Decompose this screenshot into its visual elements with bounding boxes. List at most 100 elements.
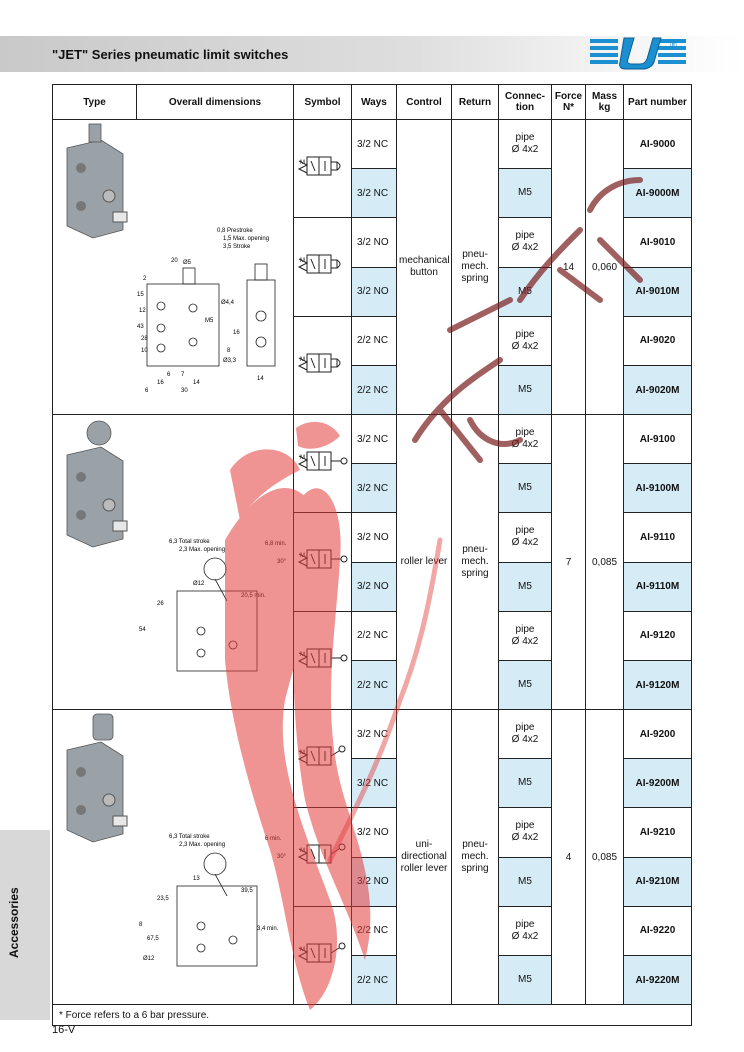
part-number-cell: AI-9210M [623,856,692,907]
svg-text:12: 12 [139,308,146,314]
svg-text:7: 7 [181,372,185,378]
part-number-cell: AI-9000 [623,119,692,169]
part-number-cell: AI-9210 [623,807,692,858]
ways-cell: 3/2 NC [351,463,397,513]
part-number-cell: AI-9020M [623,365,692,415]
dim-min: 6 min. [265,836,282,842]
connection-cell: pipe Ø 4x2 [498,119,552,169]
col-force: Force N* [551,84,586,120]
part-number-cell: AI-9100M [623,463,692,513]
col-connection: Connec-tion [498,84,552,120]
svg-text:20,5 min.: 20,5 min. [241,593,266,599]
symbol-cell: M [293,610,352,710]
dim-max-opening-roller: 2,3 Max. opening [179,547,225,553]
valve-symbol-icon: M [297,254,340,274]
force-cell: 7 [551,414,586,710]
col-symbol: Symbol [293,84,352,120]
col-type: Type [52,84,137,120]
ways-cell: 2/2 NC [351,315,397,366]
svg-text:2: 2 [143,276,147,282]
mass-cell: 0,085 [585,414,624,710]
footnote-row: * Force refers to a 6 bar pressure. [52,1004,692,1026]
ways-cell: 3/2 NO [351,856,397,907]
col-return: Return [451,84,499,120]
ways-cell: 3/2 NO [351,561,397,612]
ways-cell: 3/2 NO [351,807,397,858]
ways-cell: 3/2 NO [351,217,397,268]
page-title: "JET" Series pneumatic limit switches [52,47,289,62]
svg-text:67,5: 67,5 [147,936,159,942]
symbol-cell: M [293,807,352,907]
svg-text:M: M [300,357,305,363]
symbol-cell: M [293,905,352,1005]
connection-cell: pipe Ø 4x2 [498,905,552,956]
part-number-cell: AI-9200 [623,709,692,759]
dim-angle: 30° [277,559,287,565]
part-number-cell: AI-9220 [623,905,692,956]
dim-stroke: 3,5 Stroke [223,244,251,250]
registered-mark: ® [670,40,677,50]
valve-symbol-icon: M [297,353,340,373]
page-number: 16-V [52,1024,76,1036]
col-ways: Ways [351,84,397,120]
svg-text:M: M [300,947,305,953]
dim-max-opening: 1,5 Max. opening [223,236,269,242]
force-cell: 14 [551,119,586,415]
connection-cell: pipe Ø 4x2 [498,512,552,563]
svg-text:13: 13 [193,876,200,882]
ways-cell: 3/2 NC [351,414,397,464]
symbol-cell: M [293,709,352,808]
symbol-cell: M [293,414,352,513]
symbol-cell: M [293,217,352,317]
svg-text:Ø4,4: Ø4,4 [221,300,235,306]
ways-cell: 3/2 NC [351,119,397,169]
connection-cell: pipe Ø 4x2 [498,709,552,759]
part-number-cell: AI-9100 [623,414,692,464]
svg-text:Ø12: Ø12 [193,581,205,587]
svg-text:M: M [300,652,305,658]
ways-cell: 3/2 NC [351,758,397,808]
connection-cell: pipe Ø 4x2 [498,610,552,661]
valve-symbol-icon: M [297,942,345,963]
svg-text:30: 30 [181,388,188,394]
svg-text:M: M [300,160,305,166]
ways-cell: 3/2 NC [351,709,397,759]
svg-text:39,5: 39,5 [241,888,253,894]
connection-cell: pipe Ø 4x2 [498,315,552,366]
svg-text:54: 54 [139,627,146,633]
table-header-row: Type Overall dimensions Symbol Ways Cont… [52,84,692,120]
svg-text:3,4 min.: 3,4 min. [257,926,279,932]
ways-cell: 3/2 NO [351,512,397,563]
side-tab-label: Accessories [7,887,21,958]
product-photo-unidir [66,713,128,843]
col-control: Control [396,84,452,120]
dim-total-stroke: 6,3 Total stroke [169,834,210,840]
part-number-cell: AI-9220M [623,955,692,1005]
part-number-cell: AI-9110M [623,561,692,612]
svg-text:M: M [300,750,305,756]
svg-text:M: M [300,455,305,461]
svg-text:14: 14 [257,376,264,382]
footnote: * Force refers to a 6 bar pressure. [52,1004,692,1026]
col-mass: Mass kg [585,84,624,120]
svg-text:14: 14 [193,380,200,386]
valve-symbol-icon: M [297,648,347,668]
valve-symbol-icon: M [297,843,345,864]
dim-angle: 30° [277,854,287,860]
connection-cell: M5 [498,168,552,218]
svg-text:23,5: 23,5 [157,896,169,902]
ways-cell: 2/2 NC [351,905,397,956]
valve-symbol-icon: M [297,451,347,471]
part-number-cell: AI-9010M [623,266,692,317]
svg-text:6: 6 [145,388,149,394]
